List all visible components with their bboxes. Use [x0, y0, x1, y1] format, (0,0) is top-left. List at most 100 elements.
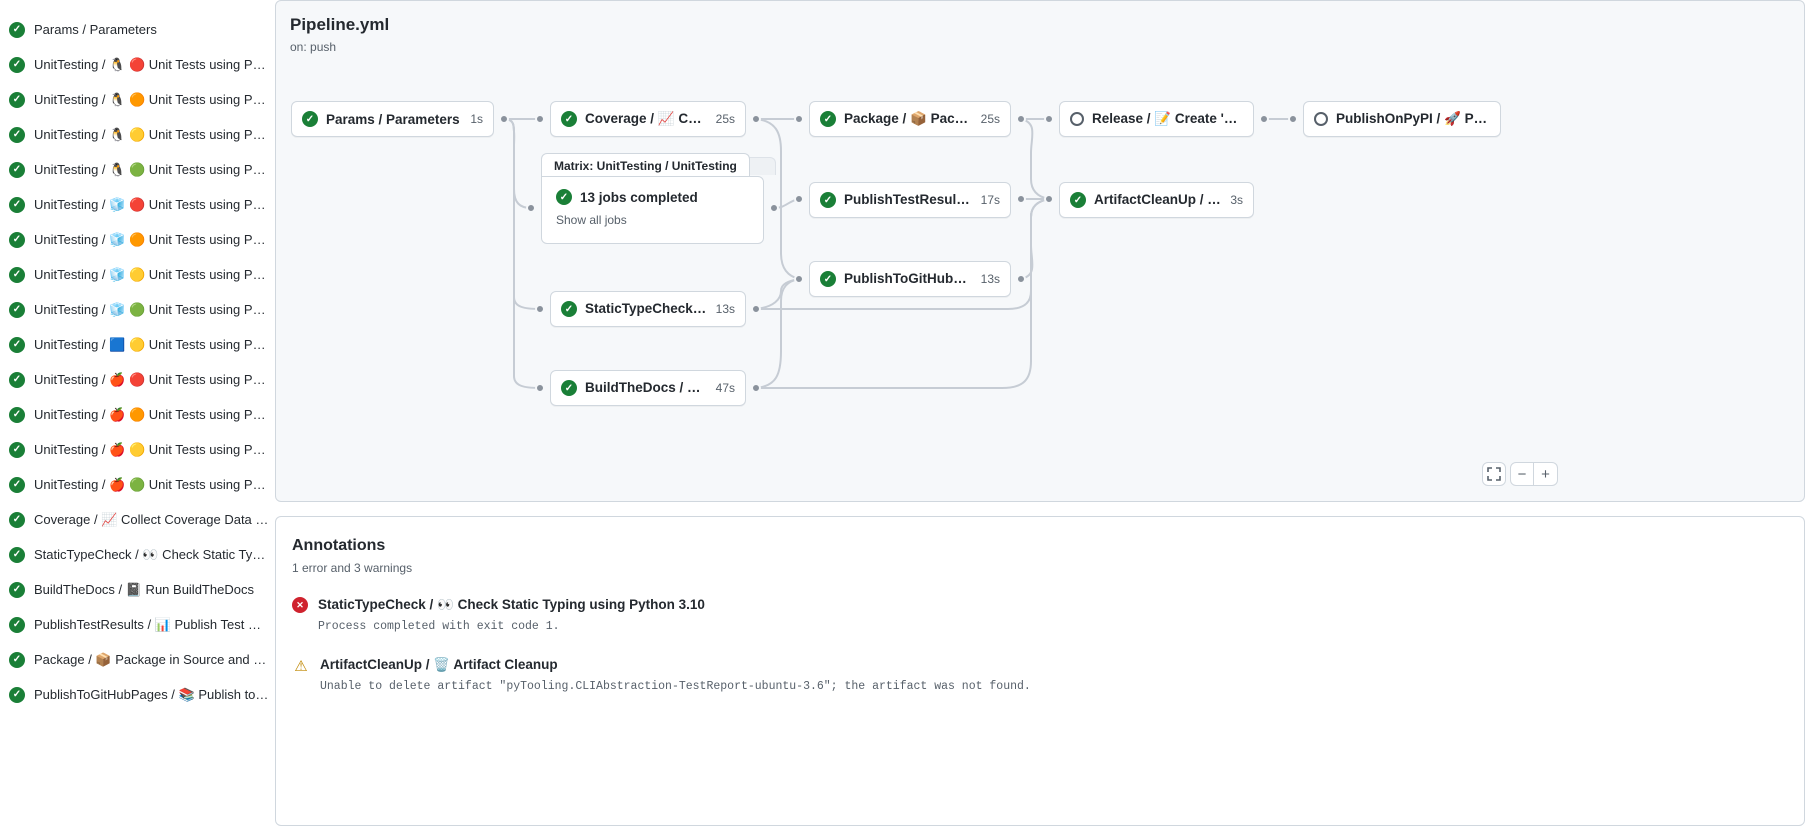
skipped-circle-icon — [1314, 112, 1328, 126]
annotations-title: Annotations — [292, 537, 386, 554]
sidebar-job-item[interactable]: UnitTesting / 🧊 🟡 Unit Tests using Pyth.… — [0, 257, 275, 292]
job-node-label: Release / 📝 Create 'Release P... — [1092, 111, 1243, 126]
success-check-icon — [9, 231, 25, 248]
success-check-icon — [820, 271, 836, 287]
sidebar-job-item[interactable]: UnitTesting / 🍎 🟠 Unit Tests using Pyth.… — [0, 397, 275, 432]
zoom-out-button[interactable]: − — [1510, 462, 1534, 486]
sidebar-job-label: UnitTesting / 🧊 🟢 Unit Tests using Pyth.… — [34, 301, 269, 317]
job-node-coverage[interactable]: Coverage / 📈 Collect Cove... 25s — [550, 101, 746, 137]
sidebar-job-label: UnitTesting / 🧊 🔴 Unit Tests using Pyth.… — [34, 196, 269, 212]
sidebar-job-label: Package / 📦 Package in Source and Wh... — [34, 651, 269, 667]
job-node-label: Coverage / 📈 Collect Cove... — [585, 111, 708, 126]
job-duration: 13s — [980, 272, 1000, 286]
success-check-icon — [9, 441, 25, 458]
skipped-circle-icon — [1070, 112, 1084, 126]
job-duration: 13s — [715, 302, 735, 316]
job-node-label: Params / Parameters — [326, 111, 460, 127]
success-check-icon — [9, 686, 25, 703]
sidebar-job-item[interactable]: StaticTypeCheck / 👀 Check Static Typing.… — [0, 537, 275, 572]
annotation-message: Process completed with exit code 1. — [318, 620, 560, 633]
job-duration: 17s — [980, 193, 1000, 207]
sidebar-job-item[interactable]: UnitTesting / 🧊 🔴 Unit Tests using Pyth.… — [0, 187, 275, 222]
sidebar-job-item[interactable]: UnitTesting / 🟦 🟡 Unit Tests using Pyth.… — [0, 327, 275, 362]
success-check-icon — [9, 546, 25, 563]
sidebar-job-item[interactable]: UnitTesting / 🍎 🟢 Unit Tests using Pyth.… — [0, 467, 275, 502]
success-check-icon — [9, 476, 25, 493]
success-check-icon — [9, 406, 25, 423]
sidebar-job-label: UnitTesting / 🧊 🟡 Unit Tests using Pyth.… — [34, 266, 269, 282]
success-check-icon — [561, 380, 577, 396]
job-node-label: StaticTypeCheck / 👀 Chec... — [585, 301, 708, 316]
success-check-icon — [9, 161, 25, 178]
job-node-statictypecheck[interactable]: StaticTypeCheck / 👀 Chec... 13s — [550, 291, 746, 327]
job-duration: 25s — [980, 112, 1000, 126]
annotation-job-title[interactable]: StaticTypeCheck / 👀 Check Static Typing … — [318, 597, 705, 612]
success-check-icon — [9, 581, 25, 598]
sidebar-job-item[interactable]: Coverage / 📈 Collect Coverage Data usi..… — [0, 502, 275, 537]
success-check-icon — [9, 616, 25, 633]
show-all-jobs-link[interactable]: Show all jobs — [556, 213, 627, 227]
sidebar-job-label: UnitTesting / 🍎 🔴 Unit Tests using Pyth.… — [34, 371, 269, 387]
sidebar-job-item[interactable]: BuildTheDocs / 📓 Run BuildTheDocs — [0, 572, 275, 607]
matrix-jobs-summary: 13 jobs completed — [580, 189, 698, 205]
sidebar-job-item[interactable]: Params / Parameters — [0, 12, 275, 47]
graph-edges — [499, 114, 1298, 393]
success-check-icon — [820, 111, 836, 127]
success-check-icon — [561, 301, 577, 317]
annotation-severity-icon — [292, 597, 308, 613]
sidebar-job-label: UnitTesting / 🐧 🔴 Unit Tests using Pyth.… — [34, 56, 269, 72]
sidebar-job-item[interactable]: UnitTesting / 🐧 🔴 Unit Tests using Pyth.… — [0, 47, 275, 82]
sidebar-job-label: UnitTesting / 🍎 🟢 Unit Tests using Pyth.… — [34, 476, 269, 492]
zoom-controls: − + — [1510, 462, 1558, 486]
sidebar-job-label: UnitTesting / 🐧 🟢 Unit Tests using Pyth.… — [34, 161, 269, 177]
job-duration: 47s — [715, 381, 735, 395]
sidebar-job-item[interactable]: UnitTesting / 🧊 🟠 Unit Tests using Pyth.… — [0, 222, 275, 257]
success-check-icon — [9, 196, 25, 213]
job-node-label: Package / 📦 Package in So... — [844, 111, 973, 126]
jobs-sidebar: Params / Parameters UnitTesting / 🐧 🔴 Un… — [0, 0, 275, 815]
sidebar-job-label: UnitTesting / 🍎 🟡 Unit Tests using Pyth.… — [34, 441, 269, 457]
job-duration: 25s — [715, 112, 735, 126]
success-check-icon — [9, 126, 25, 143]
job-node-package[interactable]: Package / 📦 Package in So... 25s — [809, 101, 1011, 137]
job-node-publishtogithubpages[interactable]: PublishToGitHubPages / 📚 ... 13s — [809, 261, 1011, 297]
annotations-list: StaticTypeCheck / 👀 Check Static Typing … — [292, 597, 1788, 693]
annotation-body: ArtifactCleanUp / 🗑️ Artifact Cleanup Un… — [320, 657, 1031, 693]
sidebar-job-item[interactable]: UnitTesting / 🐧 🟡 Unit Tests using Pyth.… — [0, 117, 275, 152]
sidebar-job-item[interactable]: UnitTesting / 🧊 🟢 Unit Tests using Pyth.… — [0, 292, 275, 327]
sidebar-job-item[interactable]: UnitTesting / 🐧 🟢 Unit Tests using Pyth.… — [0, 152, 275, 187]
workflow-file-title: Pipeline.yml — [290, 15, 390, 34]
fullscreen-button[interactable] — [1482, 462, 1506, 486]
sidebar-job-item[interactable]: PublishToGitHubPages / 📚 Publish to G... — [0, 677, 275, 712]
job-node-release[interactable]: Release / 📝 Create 'Release P... — [1059, 101, 1254, 137]
sidebar-job-label: UnitTesting / 🍎 🟠 Unit Tests using Pyth.… — [34, 406, 269, 422]
success-check-icon — [556, 189, 572, 205]
sidebar-job-item[interactable]: UnitTesting / 🍎 🟡 Unit Tests using Pyth.… — [0, 432, 275, 467]
sidebar-job-label: UnitTesting / 🐧 🟠 Unit Tests using Pyth.… — [34, 91, 269, 107]
success-check-icon — [9, 266, 25, 283]
job-duration: 1s — [470, 112, 483, 126]
annotation-message: Unable to delete artifact "pyTooling.CLI… — [320, 680, 1031, 693]
zoom-in-button[interactable]: + — [1534, 462, 1558, 486]
success-check-icon — [9, 511, 25, 528]
success-check-icon — [9, 371, 25, 388]
annotation-severity-icon — [292, 657, 310, 693]
job-node-buildthedocs[interactable]: BuildTheDocs / 📓 Run Buil... 47s — [550, 370, 746, 406]
job-node-publishtestresults[interactable]: PublishTestResults / 📊 Pu... 17s — [809, 182, 1011, 218]
success-check-icon — [302, 111, 318, 127]
job-node-params[interactable]: Params / Parameters 1s — [291, 101, 494, 137]
annotation-job-title[interactable]: ArtifactCleanUp / 🗑️ Artifact Cleanup — [320, 657, 558, 672]
sidebar-job-label: PublishToGitHubPages / 📚 Publish to G... — [34, 686, 269, 702]
sidebar-job-item[interactable]: UnitTesting / 🐧 🟠 Unit Tests using Pyth.… — [0, 82, 275, 117]
sidebar-job-item[interactable]: Package / 📦 Package in Source and Wh... — [0, 642, 275, 677]
job-node-label: PublishOnPyPI / 🚀 Publish to ... — [1336, 111, 1490, 126]
sidebar-job-item[interactable]: PublishTestResults / 📊 Publish Test Resu… — [0, 607, 275, 642]
annotation-body: StaticTypeCheck / 👀 Check Static Typing … — [318, 597, 705, 633]
success-check-icon — [561, 111, 577, 127]
sidebar-job-label: UnitTesting / 🐧 🟡 Unit Tests using Pyth.… — [34, 126, 269, 142]
job-node-label: ArtifactCleanUp / 🗑️ Artifac... — [1094, 192, 1222, 207]
workflow-graph-card: Pipeline.yml on: push Params / Parameter… — [275, 0, 1805, 502]
sidebar-job-item[interactable]: UnitTesting / 🍎 🔴 Unit Tests using Pyth.… — [0, 362, 275, 397]
job-node-publishonpypi[interactable]: PublishOnPyPI / 🚀 Publish to ... — [1303, 101, 1501, 137]
job-node-artifactcleanup[interactable]: ArtifactCleanUp / 🗑️ Artifac... 3s — [1059, 182, 1254, 218]
